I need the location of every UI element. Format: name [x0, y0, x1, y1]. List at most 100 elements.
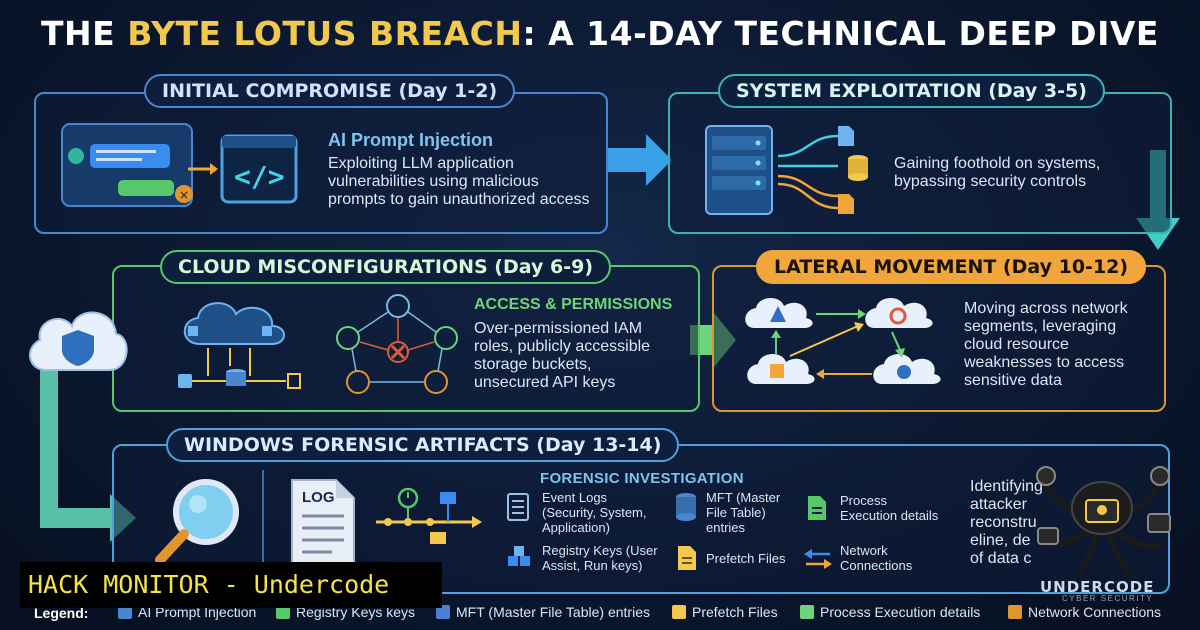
cloud-storage-network-icon [178, 302, 301, 389]
windows-description: Identifying attacker reconstru eline, de… [970, 478, 1043, 568]
title-suffix: : A 14-DAY TECHNICAL DEEP DIVE [522, 14, 1159, 53]
item-line: (Security, System, [542, 505, 647, 520]
item-line: Prefetch Files [706, 551, 786, 566]
heading-initial: INITIAL COMPROMISE (Day 1-2) [144, 74, 516, 108]
log-file-icon [291, 479, 355, 565]
item-registry: Registry Keys (User Assist, Run keys) [542, 543, 658, 573]
checklist-icon [507, 493, 529, 521]
legend-item-label: AI Prompt Injection [138, 604, 257, 620]
lateral-line: Moving across network [964, 300, 1128, 317]
document-icon [838, 126, 854, 146]
legend-swatch [276, 605, 290, 619]
document-icon [838, 194, 854, 214]
windows-line: of data c [970, 550, 1032, 567]
windows-line: eline, de [970, 532, 1031, 549]
legend-item: AI Prompt Injection [118, 604, 256, 620]
initial-line: Exploiting LLM application [328, 155, 514, 172]
legend-swatch [672, 605, 686, 619]
panel-windows-forensics [112, 444, 1170, 594]
svg-text:×: × [179, 188, 189, 202]
magnifying-glass-icon [155, 479, 239, 565]
legend-item-label: Network Connections [1028, 604, 1162, 620]
legend-item-label: Prefetch Files [692, 604, 778, 620]
forensic-subtitle: FORENSIC INVESTIGATION [540, 470, 744, 487]
item-line: MFT (Master [706, 490, 781, 505]
heading-lateral: LATERAL MOVEMENT (Day 10-12) [756, 250, 1147, 284]
cloud-line: unsecured API keys [474, 374, 616, 391]
heading-windows: WINDOWS FORENSIC ARTIFACTS (Day 13-14) [166, 428, 680, 462]
panel-lateral-movement [712, 265, 1166, 412]
undercode-wordmark: UNDERCODE [1040, 578, 1155, 596]
item-line: Process [840, 493, 887, 508]
svg-text:</>: </> [234, 160, 285, 193]
document-icon [808, 496, 826, 520]
arrow-initial-to-system [608, 134, 672, 186]
legend-item-label: Registry Keys keys [296, 604, 416, 620]
database-icon [676, 493, 696, 521]
title-prefix: THE [41, 14, 128, 53]
server-rack-icon [705, 125, 773, 215]
system-line: Gaining foothold on systems, [894, 155, 1101, 172]
windows-divider [262, 470, 264, 578]
item-mft: MFT (Master File Table) entries [706, 490, 780, 535]
undercode-mascot-logo [1036, 466, 1171, 575]
initial-line: vulnerabilities using malicious [328, 173, 539, 190]
legend-swatch [118, 605, 132, 619]
network-arrows-icon [804, 549, 832, 569]
multi-cloud-movement-icon [745, 297, 941, 384]
cloud-line: roles, publicly accessible [474, 338, 651, 355]
hack-monitor-banner: HACK MONITOR - Undercode [20, 562, 442, 608]
initial-line: prompts to gain unauthorized access [328, 191, 590, 208]
legend-item-label: MFT (Master File Table) entries [456, 604, 650, 620]
page-title: THE BYTE LOTUS BREACH: A 14-DAY TECHNICA… [0, 14, 1200, 53]
cloud-line: storage buckets, [474, 356, 592, 373]
item-line: Assist, Run keys) [542, 558, 643, 573]
cloud-description: Over-permissioned IAM roles, publicly ac… [474, 320, 650, 392]
data-flow-lines [777, 134, 839, 210]
panel-initial-compromise [34, 92, 608, 234]
permissions-network-icon [336, 294, 458, 394]
item-line: Registry Keys (User [542, 543, 658, 558]
item-line: File Table) [706, 505, 766, 520]
lateral-line: segments, leveraging [964, 318, 1117, 335]
legend-item: Network Connections [1008, 604, 1161, 620]
item-line: Execution details [840, 508, 939, 523]
initial-subtitle: AI Prompt Injection [328, 130, 494, 150]
legend-swatch [436, 605, 450, 619]
arrow-right-icon [188, 163, 218, 175]
title-highlight: BYTE LOTUS BREACH [127, 14, 523, 53]
cloud-shield-icon [29, 311, 128, 371]
timeline-icon [376, 487, 482, 544]
item-process: Process Execution details [840, 493, 938, 523]
cloud-subtitle: ACCESS & PERMISSIONS [474, 296, 673, 313]
windows-line: attacker [970, 496, 1027, 513]
heading-system: SYSTEM EXPLOITATION (Day 3-5) [718, 74, 1105, 108]
item-line: Event Logs [542, 490, 608, 505]
lateral-line: cloud resource [964, 336, 1069, 353]
lateral-line: weaknesses to access [964, 354, 1125, 371]
initial-description: Exploiting LLM application vulnerabiliti… [328, 155, 589, 209]
item-network: Network Connections [840, 543, 912, 573]
item-prefetch: Prefetch Files [706, 551, 785, 566]
item-line: Network [840, 543, 888, 558]
legend-item: Prefetch Files [672, 604, 778, 620]
item-event-logs: Event Logs (Security, System, Applicatio… [542, 490, 647, 535]
windows-line: Identifying [970, 478, 1043, 495]
document-icon [678, 546, 696, 570]
undercode-tagline: CYBER SECURITY [1062, 594, 1154, 603]
lateral-line: sensitive data [964, 372, 1062, 389]
legend-item: Registry Keys keys [276, 604, 415, 620]
log-label: LOG [302, 489, 335, 506]
system-line: bypassing security controls [894, 173, 1087, 190]
legend-item: Process Execution details [800, 604, 980, 620]
legend-swatch [1008, 605, 1022, 619]
database-icon [848, 155, 868, 181]
lateral-description: Moving across network segments, leveragi… [964, 300, 1128, 390]
windows-line: reconstru [970, 514, 1037, 531]
code-window-icon: </> [220, 134, 298, 204]
system-description: Gaining foothold on systems, bypassing s… [894, 155, 1100, 191]
item-line: entries [706, 520, 746, 535]
heading-cloud: CLOUD MISCONFIGURATIONS (Day 6-9) [160, 250, 612, 284]
legend-item-label: Process Execution details [820, 604, 981, 620]
legend-item: MFT (Master File Table) entries [436, 604, 650, 620]
